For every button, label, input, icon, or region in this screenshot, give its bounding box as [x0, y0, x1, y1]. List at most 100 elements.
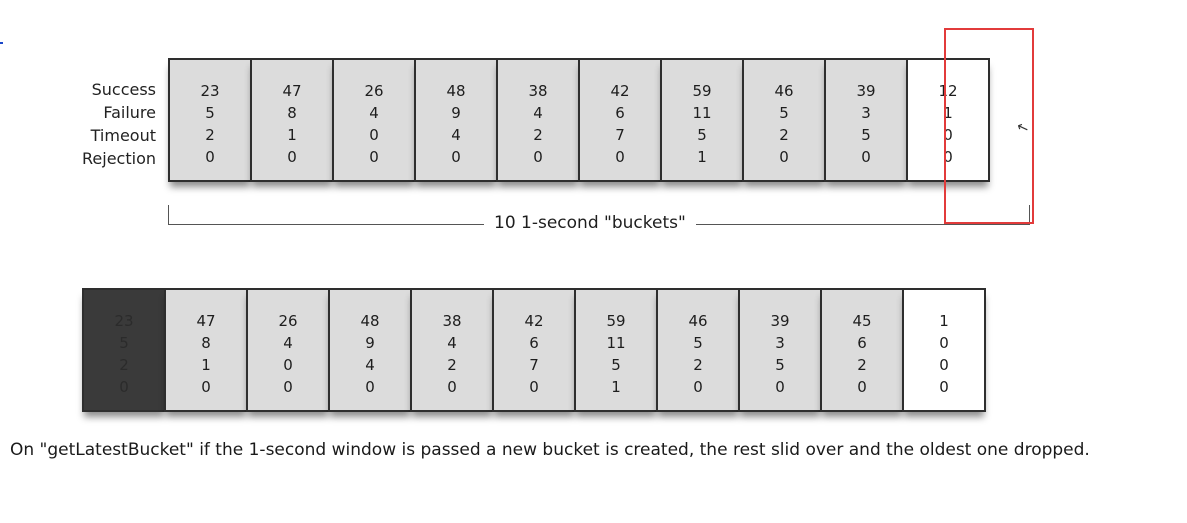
bucket-value: 0 [119, 378, 129, 396]
bucket-value: 12 [938, 82, 958, 100]
bucket-value: 4 [533, 104, 543, 122]
bucket-value: 1 [287, 126, 297, 144]
bucket-value: 0 [857, 378, 867, 396]
bucket-value: 0 [283, 378, 293, 396]
bucket-value: 0 [943, 126, 953, 144]
bucket-value: 4 [447, 334, 457, 352]
bucket-value: 2 [779, 126, 789, 144]
bucket-value: 5 [697, 126, 707, 144]
bucket-cell: 26 4 0 0 [332, 58, 416, 182]
bucket-value: 5 [611, 356, 621, 374]
bucket-value: 4 [451, 126, 461, 144]
latest-bucket-highlight [944, 28, 1034, 224]
bucket-value: 0 [369, 148, 379, 166]
bucket-value: 7 [529, 356, 539, 374]
bucket-cell: 38 4 2 0 [410, 288, 494, 412]
bucket-value: 8 [287, 104, 297, 122]
bucket-value: 2 [447, 356, 457, 374]
bucket-value: 0 [775, 378, 785, 396]
bucket-value: 9 [365, 334, 375, 352]
bucket-value: 0 [529, 378, 539, 396]
bucket-value: 1 [611, 378, 621, 396]
label-failure: Failure [103, 103, 156, 122]
bucket-value: 2 [533, 126, 543, 144]
label-timeout: Timeout [90, 126, 156, 145]
bucket-value: 4 [369, 104, 379, 122]
bucket-value: 39 [770, 312, 790, 330]
bucket-value: 5 [205, 104, 215, 122]
bucket-value: 0 [205, 148, 215, 166]
bucket-value: 48 [446, 82, 466, 100]
bucket-value: 1 [697, 148, 707, 166]
bucket-value: 6 [857, 334, 867, 352]
bucket-value: 0 [447, 378, 457, 396]
bucket-value: 23 [114, 312, 134, 330]
bucket-value: 4 [365, 356, 375, 374]
bucket-value: 0 [283, 356, 293, 374]
bucket-value: 1 [939, 312, 949, 330]
bucket-value: 2 [693, 356, 703, 374]
bucket-value: 48 [360, 312, 380, 330]
bucket-value: 1 [943, 104, 953, 122]
bucket-value: 47 [282, 82, 302, 100]
bucket-value: 0 [939, 356, 949, 374]
bucket-value: 59 [692, 82, 712, 100]
bucket-value: 7 [615, 126, 625, 144]
blue-mark [0, 42, 3, 44]
bucket-value: 0 [369, 126, 379, 144]
label-rejection: Rejection [82, 149, 156, 168]
bucket-value: 4 [283, 334, 293, 352]
bucket-value: 39 [856, 82, 876, 100]
bucket-value: 5 [775, 356, 785, 374]
bucket-value: 0 [943, 148, 953, 166]
bucket-value: 3 [861, 104, 871, 122]
bucket-value: 42 [610, 82, 630, 100]
bucket-value: 0 [287, 148, 297, 166]
bucket-cell: 39 3 5 0 [738, 288, 822, 412]
bucket-cell: 59 11 5 1 [660, 58, 744, 182]
bucket-value: 6 [615, 104, 625, 122]
bucket-value: 0 [201, 378, 211, 396]
bucket-value: 47 [196, 312, 216, 330]
bucket-value: 38 [442, 312, 462, 330]
bucket-value: 0 [693, 378, 703, 396]
bucket-value: 0 [939, 378, 949, 396]
bucket-value: 2 [119, 356, 129, 374]
bucket-value: 0 [533, 148, 543, 166]
buckets-bracket-label: 10 1-second "buckets" [484, 213, 696, 233]
bucket-value: 5 [861, 126, 871, 144]
bucket-cell: 46 5 2 0 [656, 288, 740, 412]
bucket-value: 23 [200, 82, 220, 100]
bucket-value: 8 [201, 334, 211, 352]
bucket-value: 26 [364, 82, 384, 100]
bucket-value: 11 [692, 104, 712, 122]
bucket-cell: 12 1 0 0 [906, 58, 990, 182]
bucket-value: 5 [779, 104, 789, 122]
bucket-cell: 23 5 2 0 [82, 288, 166, 412]
bucket-value: 5 [119, 334, 129, 352]
bucket-value: 6 [529, 334, 539, 352]
bucket-value: 5 [693, 334, 703, 352]
bucket-value: 46 [688, 312, 708, 330]
bucket-cell: 48 9 4 0 [328, 288, 412, 412]
bucket-value: 45 [852, 312, 872, 330]
bucket-value: 2 [857, 356, 867, 374]
bucket-value: 0 [861, 148, 871, 166]
bucket-value: 0 [779, 148, 789, 166]
bucket-value: 0 [365, 378, 375, 396]
metric-labels: Success Failure Timeout Rejection [60, 78, 156, 170]
bucket-value: 59 [606, 312, 626, 330]
bucket-value: 3 [775, 334, 785, 352]
bucket-value: 0 [451, 148, 461, 166]
bucket-value: 9 [451, 104, 461, 122]
